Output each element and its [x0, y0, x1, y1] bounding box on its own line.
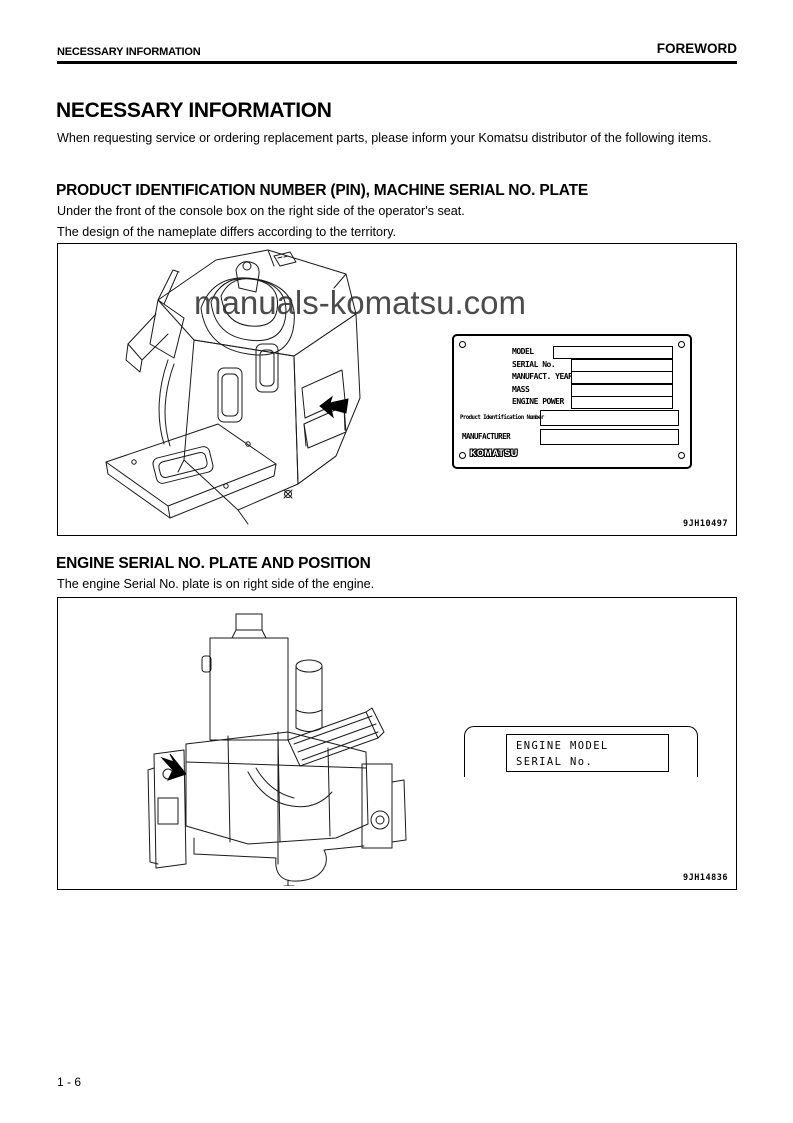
plate-hole: [678, 452, 685, 459]
plate-hole: [459, 452, 466, 459]
section-heading-engine: ENGINE SERIAL NO. PLATE AND POSITION: [56, 555, 371, 572]
nameplate-label: MANUFACT. YEAR: [512, 372, 573, 381]
nameplate-value-box: [571, 358, 673, 372]
pin-text-line-2: The design of the nameplate differs acco…: [57, 225, 397, 239]
nameplate-label: MASS: [512, 384, 530, 394]
engine-plate-line-2: SERIAL No.: [516, 756, 594, 768]
plate-hole: [678, 341, 685, 348]
page-number: 1 - 6: [57, 1075, 82, 1089]
engine-plate-line-1: ENGINE MODEL: [516, 740, 609, 752]
komatsu-logo: KOMATSU: [470, 448, 518, 458]
machine-serial-nameplate: MODEL SERIAL No. MANUFACT. YEAR MASS ENG…: [452, 334, 692, 469]
engine-line-drawing: [147, 613, 407, 886]
watermark-text: manuals-komatsu.com: [194, 284, 526, 321]
pin-text-line-1: Under the front of the console box on th…: [57, 204, 465, 218]
nameplate-pin-label: Product Identification Number: [460, 415, 544, 421]
intro-paragraph: When requesting service or ordering repl…: [57, 131, 712, 145]
running-header-left: NECESSARY INFORMATION: [57, 46, 201, 58]
section-heading-pin: PRODUCT IDENTIFICATION NUMBER (PIN), MAC…: [56, 182, 589, 199]
page-title: NECESSARY INFORMATION: [56, 99, 332, 122]
nameplate-manufacturer-label: MANUFACTURER: [462, 432, 511, 441]
nameplate-label: MODEL: [512, 347, 534, 356]
nameplate-label: ENGINE POWER: [512, 397, 564, 406]
nameplate-value-box: [571, 383, 673, 397]
nameplate-manufacturer-box: [540, 429, 679, 445]
figure-code: 9JH14836: [683, 873, 728, 883]
figure-engine-plate: ENGINE MODEL SERIAL No. 9JH14836: [57, 597, 737, 890]
nameplate-value-box: [571, 371, 673, 384]
engine-plate: ENGINE MODEL SERIAL No.: [506, 734, 669, 772]
running-header-right: FOREWORD: [656, 41, 737, 56]
plate-hole: [459, 341, 466, 348]
nameplate-value-box: [571, 396, 673, 409]
nameplate-label: SERIAL No.: [512, 359, 556, 369]
nameplate-value-box: [553, 346, 673, 359]
header-rule: [57, 61, 737, 64]
engine-plate-outline: ENGINE MODEL SERIAL No.: [464, 726, 698, 777]
console-line-drawing: [105, 249, 361, 525]
figure-pin-plate: manuals-komatsu.com MODEL SERIAL No. MAN…: [57, 243, 737, 536]
engine-text-line-1: The engine Serial No. plate is on right …: [57, 577, 375, 591]
figure-code: 9JH10497: [683, 519, 728, 529]
nameplate-pin-box: [540, 410, 679, 426]
